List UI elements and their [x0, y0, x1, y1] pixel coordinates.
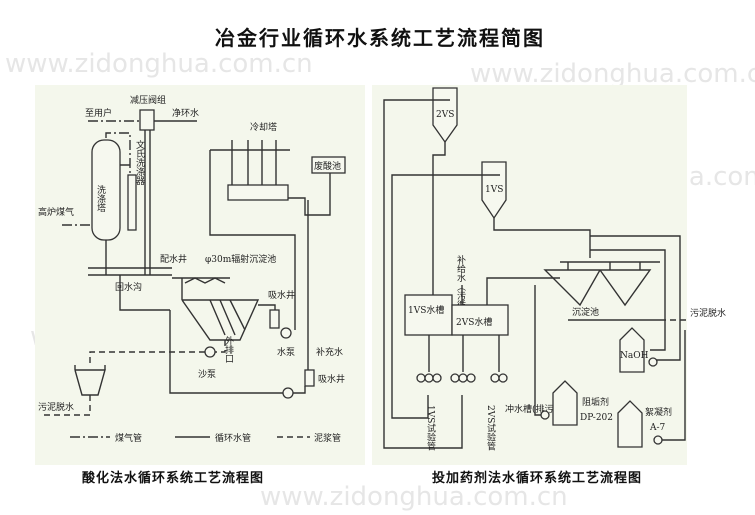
water-pump — [280, 327, 292, 339]
label-return-ditch: 回水沟 — [115, 281, 142, 293]
label-sand-pump: 沙泵 — [198, 369, 216, 380]
watermark: www.zidonghua.com.cn — [470, 59, 755, 89]
label-distribution-well: 配水井 — [160, 253, 187, 265]
2vs-tank — [451, 304, 509, 336]
right-caption: 投加药剂法水循环系统工艺流程图 — [432, 470, 642, 486]
left-diagram: 至用户 减压阀组 净环水 洗涤塔 文氏洗涤器 高炉煤气 配水井 回水沟 φ30m… — [35, 85, 365, 486]
2vs-scrubber — [432, 87, 458, 144]
venturi-scrubber — [127, 174, 137, 231]
flocculant-pump — [653, 435, 663, 445]
label-waste-acid: 废酸池 — [314, 160, 341, 172]
label-to-user: 至用户 — [85, 107, 112, 119]
label-scrubber: 洗涤塔 — [95, 184, 106, 213]
label-naoh: NaOH — [620, 351, 649, 361]
label-clean-water: 净环水 — [172, 107, 199, 119]
pump-group-1 — [416, 373, 442, 383]
label-inhibitor-code: DP-202 — [580, 413, 613, 423]
label-suction-well-2: 吸水井 — [318, 373, 345, 385]
pump-group-3 — [490, 373, 508, 383]
label-2vs-test: 2VS试验管 — [485, 405, 496, 450]
suction-well-1 — [269, 309, 280, 329]
label-outfall: 外排口 — [223, 335, 234, 363]
1vs-tank — [404, 294, 453, 336]
cooling-tower-basin — [227, 184, 289, 201]
label-blast-gas: 高炉煤气 — [38, 206, 74, 218]
right-panel-bg — [372, 85, 687, 465]
label-settling: 沉淀池 — [572, 306, 599, 318]
right-diagram: 2VS 1VS 补给水（污循环） 1VS水槽 2VS水槽 1VS试验管 2VS试… — [372, 85, 726, 486]
legend-slurry-pipe: 泥浆管 — [314, 432, 341, 444]
label-makeup: 补给水（污循环） — [455, 254, 466, 327]
sand-pump — [204, 346, 216, 358]
inhibitor-pump — [540, 410, 550, 420]
legend-circulation-pipe: 循环水管 — [215, 432, 251, 444]
watermark: www.zidonghua.com.cn — [5, 49, 313, 79]
label-2vs: 2VS — [436, 110, 454, 120]
left-caption: 酸化法水循环系统工艺流程图 — [82, 470, 264, 486]
label-1vs-test: 1VS试验管 — [425, 405, 436, 450]
label-1vs-tank: 1VS水槽 — [408, 304, 444, 316]
1vs-scrubber — [481, 161, 507, 220]
legend-gas-pipe: 煤气管 — [115, 432, 142, 444]
label-clarifier: φ30m辐射沉淀池 — [205, 253, 276, 265]
naoh-pump — [648, 357, 658, 367]
left-panel-bg — [35, 85, 365, 465]
pump-group-2 — [450, 373, 476, 383]
label-sludge-dewater-right: 污泥脱水 — [690, 307, 726, 319]
watermark: www.zidonghua.com.cn — [260, 482, 568, 512]
label-2vs-tank: 2VS水槽 — [456, 316, 492, 328]
label-water-pump: 水泵 — [277, 346, 295, 358]
label-makeup-water: 补充水 — [316, 346, 343, 358]
label-1vs: 1VS — [485, 185, 503, 195]
page-title: 冶金行业循环水系统工艺流程简图 — [215, 26, 545, 50]
label-inhibitor: 阻垢剂 — [582, 396, 609, 408]
valve-group — [139, 109, 155, 131]
label-venturi: 文氏洗涤器 — [134, 139, 145, 185]
waste-acid-tank — [311, 156, 346, 174]
suction-well-2 — [304, 369, 315, 387]
naoh-tank — [619, 327, 645, 373]
flocculant-tank — [617, 400, 643, 448]
inhibitor-tank — [552, 380, 578, 426]
label-sludge-dewater: 污泥脱水 — [38, 401, 74, 413]
label-cooling-tower: 冷却塔 — [250, 121, 277, 133]
circulation-pump — [282, 387, 294, 399]
label-valve-group: 减压阀组 — [130, 94, 166, 106]
label-suction-well-1: 吸水井 — [268, 289, 295, 301]
label-flocculant: 絮凝剂 — [645, 406, 672, 418]
label-flocculant-code: A-7 — [649, 423, 666, 433]
